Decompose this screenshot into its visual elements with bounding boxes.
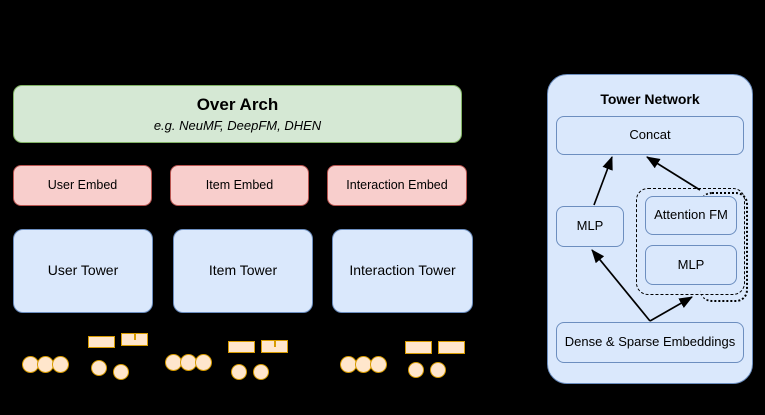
sparse-feature-dots	[370, 356, 387, 373]
dense-feature-bars	[228, 341, 255, 353]
interaction-tower-label: Interaction Tower	[349, 262, 456, 279]
dense-feature-bars	[134, 333, 136, 340]
item-embed-label: Item Embed	[205, 177, 274, 192]
dense-feature-bars	[88, 336, 115, 348]
sparse-feature-dots	[231, 364, 247, 380]
item-tower-label: Item Tower	[208, 262, 278, 279]
user-embed-block: User Embed	[13, 165, 152, 206]
dense-sparse-embeddings-label: Dense & Sparse Embeddings	[564, 334, 736, 350]
dense-feature-bars	[405, 341, 432, 354]
user-embed-label: User Embed	[47, 177, 118, 192]
sparse-feature-dots	[408, 362, 424, 378]
interaction-embed-block: Interaction Embed	[327, 165, 467, 206]
repeat-modules-indicator	[700, 192, 748, 302]
concat-node: Concat	[556, 116, 744, 155]
item-tower-block: Item Tower	[173, 229, 313, 313]
interaction-embed-label: Interaction Embed	[346, 177, 448, 192]
dense-feature-bars	[274, 340, 276, 347]
mlp-right-label: MLP	[677, 256, 705, 272]
item-embed-block: Item Embed	[170, 165, 309, 206]
tower-network-title: Tower Network	[600, 91, 700, 107]
attention-fm-label: Attention FM	[654, 207, 728, 223]
attention-fm-node: Attention FM	[645, 196, 737, 235]
sparse-feature-dots	[430, 362, 446, 378]
over-arch-subtitle: e.g. NeuMF, DeepFM, DHEN	[153, 117, 322, 133]
over-arch-title: Over Arch	[196, 95, 279, 115]
user-tower-label: User Tower	[47, 262, 119, 279]
dense-feature-bars	[438, 341, 465, 354]
mlp-right-node: MLP	[645, 245, 737, 285]
interaction-tower-block: Interaction Tower	[332, 229, 473, 313]
sparse-feature-dots	[195, 354, 212, 371]
concat-label: Concat	[629, 127, 671, 143]
dense-sparse-embeddings-node: Dense & Sparse Embeddings	[556, 322, 744, 363]
sparse-feature-dots	[253, 364, 269, 380]
over-arch-block: Over Arch e.g. NeuMF, DeepFM, DHEN	[13, 85, 462, 143]
mlp-left-node: MLP	[556, 206, 624, 247]
sparse-feature-dots	[52, 356, 69, 373]
sparse-feature-dots	[113, 364, 129, 380]
sparse-feature-dots	[91, 360, 107, 376]
user-tower-block: User Tower	[13, 229, 153, 313]
mlp-left-label: MLP	[576, 218, 604, 234]
